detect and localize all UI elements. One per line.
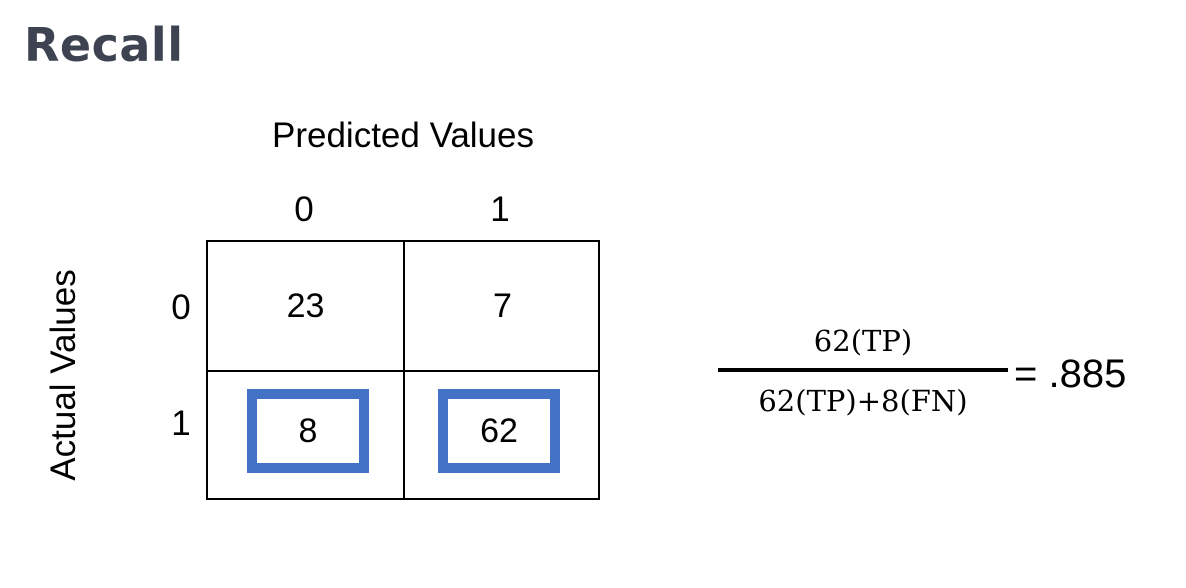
predicted-values-label: Predicted Values <box>271 116 534 155</box>
cell-true-positive: 62 <box>480 411 518 450</box>
confusion-matrix: 23 7 8 62 <box>206 240 600 500</box>
formula-result: = .885 <box>1014 352 1127 396</box>
matrix-divider-horizontal <box>208 370 598 372</box>
row-header-1: 1 <box>171 404 191 443</box>
formula-numerator: 62(TP) <box>813 324 913 358</box>
page-title: Recall <box>24 18 184 72</box>
cell-false-positive: 7 <box>493 286 512 325</box>
column-header-1: 1 <box>490 190 510 229</box>
recall-formula: 62(TP) 62(TP)+8(FN) <box>718 318 1008 424</box>
cell-true-positive-highlight: 62 <box>438 389 560 473</box>
formula-denominator: 62(TP)+8(FN) <box>758 384 968 418</box>
fraction-bar <box>718 368 1008 372</box>
actual-values-label: Actual Values <box>44 269 83 481</box>
column-header-0: 0 <box>294 190 314 229</box>
cell-false-negative-highlight: 8 <box>247 389 369 473</box>
row-header-0: 0 <box>171 288 191 327</box>
cell-false-negative: 8 <box>298 411 318 450</box>
cell-true-negative: 23 <box>286 286 325 325</box>
